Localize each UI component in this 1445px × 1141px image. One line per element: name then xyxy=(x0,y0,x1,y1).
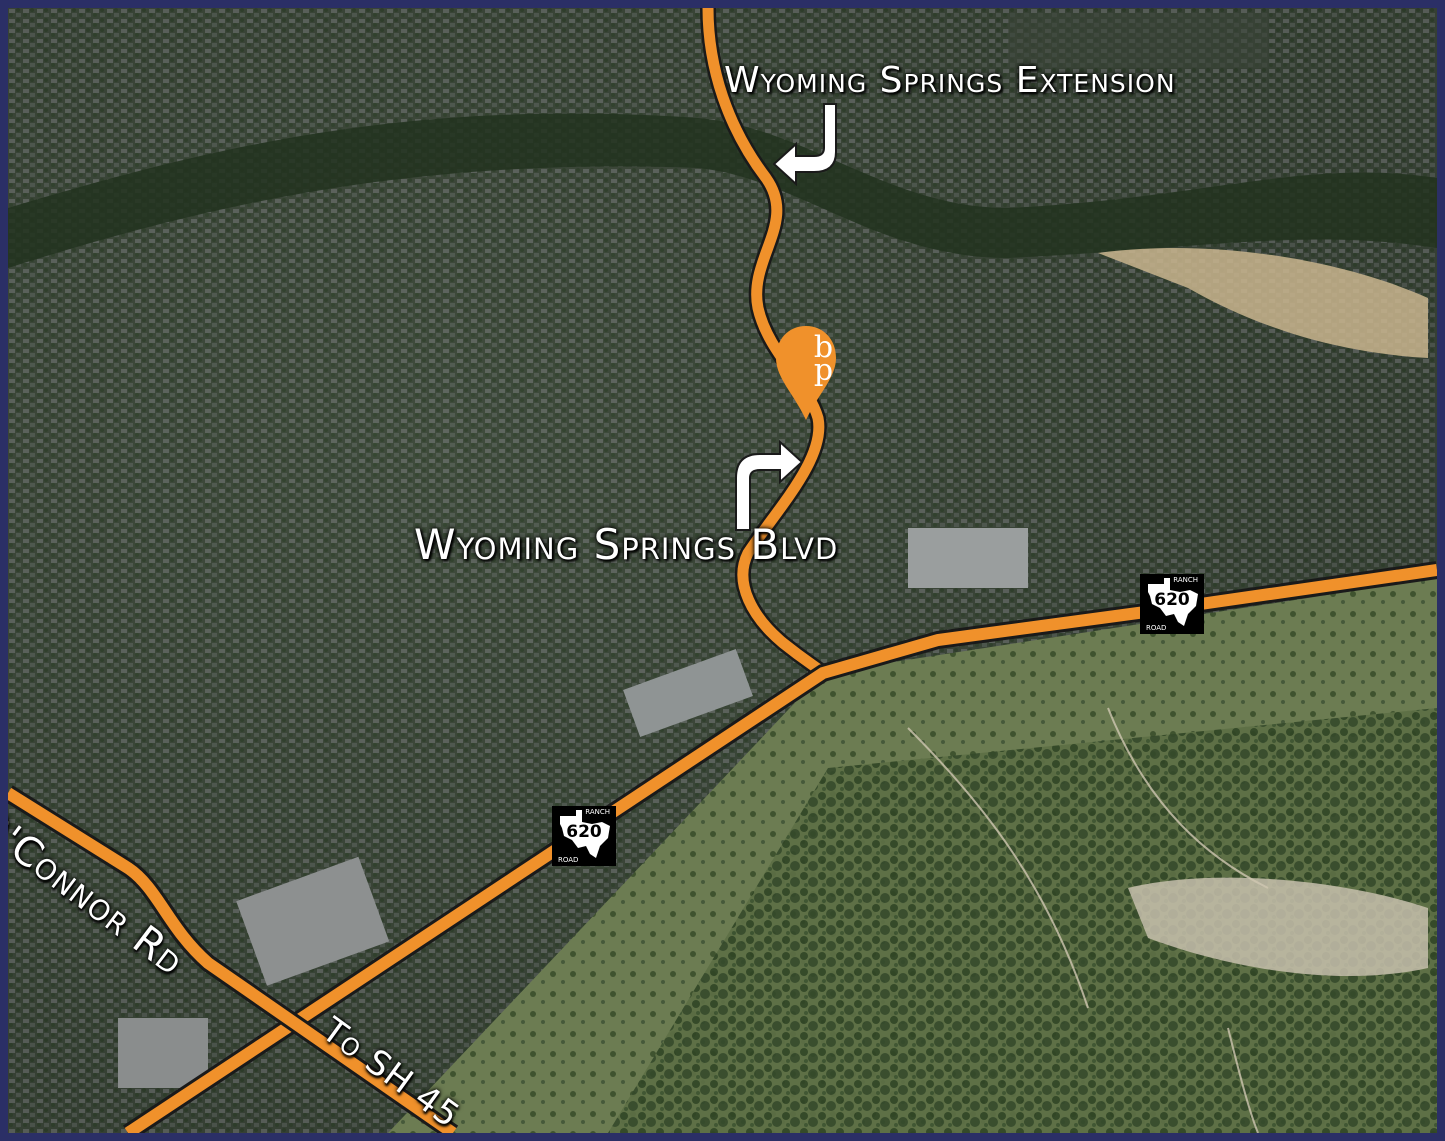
shield-top-text: RANCH xyxy=(585,808,610,816)
shield-bottom-text: ROAD xyxy=(558,856,579,864)
pin-letters: bp xyxy=(806,330,841,376)
arrow-turn-left-icon xyxy=(772,103,837,187)
label-wyoming-springs-blvd: Wyoming Springs Blvd xyxy=(414,520,839,569)
texas-shield-icon xyxy=(560,810,610,858)
commercial-lot xyxy=(236,856,390,986)
shield-top-text: RANCH xyxy=(1173,576,1198,584)
ranch-road-620-shield-south: RANCH 620 ROAD xyxy=(552,806,616,866)
greenbelt xyxy=(8,113,1437,268)
texas-shield-icon xyxy=(1148,578,1198,626)
arrow-turn-right-icon xyxy=(735,439,804,531)
location-pin-icon xyxy=(776,326,836,420)
shield-number: 620 xyxy=(1154,590,1190,610)
map-canvas xyxy=(8,8,1437,1133)
construction-area xyxy=(1098,248,1428,358)
shield-bottom-text: ROAD xyxy=(1146,624,1167,632)
road-oconnor xyxy=(8,785,459,1133)
ranch-road-620-shield-east: RANCH 620 ROAD xyxy=(1140,574,1204,634)
cleared-land xyxy=(1128,877,1428,977)
commercial-lot xyxy=(908,528,1028,588)
label-wyoming-springs-extension: Wyoming Springs Extension xyxy=(724,60,1176,101)
shield-number: 620 xyxy=(566,822,602,842)
